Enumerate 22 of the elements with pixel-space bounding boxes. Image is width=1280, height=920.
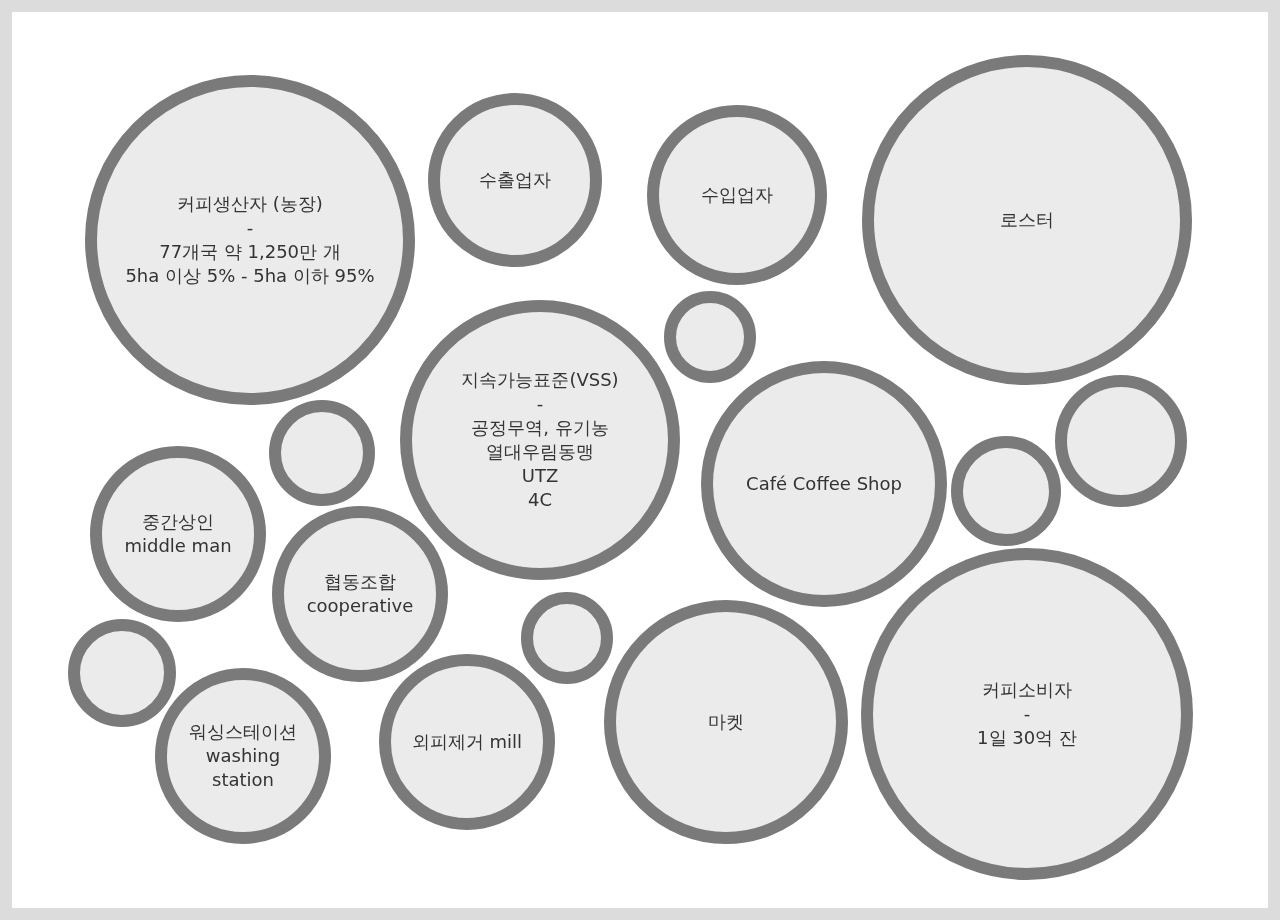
circle-label: 로스터	[999, 208, 1055, 232]
circle-label: 커피소비자	[981, 678, 1073, 702]
circle-label: 지속가능표준(VSS)	[460, 368, 620, 392]
circle-label: 협동조합 cooperative	[305, 570, 415, 618]
circle-label: 77개국 약 1,250만 개	[158, 240, 342, 264]
circle-label: 수입업자	[700, 183, 774, 207]
circle-label: 열대우림동맹	[485, 440, 595, 464]
circle-label: 수출업자	[478, 168, 552, 192]
circle-label: 4C	[527, 488, 553, 512]
circle-label: 중간상인 middle man	[123, 510, 233, 558]
circle-label: UTZ	[520, 464, 560, 488]
circle-label: Café Coffee Shop	[745, 472, 903, 496]
circle-label: 워싱스테이션 washing station	[188, 720, 298, 792]
circle-label: 외피제거 mill	[410, 730, 524, 754]
circle-label: -	[1022, 702, 1032, 726]
circle-label: 공정무역, 유기농	[470, 416, 610, 440]
circle-label: -	[535, 392, 545, 416]
circle-label: 마켓	[707, 710, 745, 734]
circle-label: 5ha 이상 5% - 5ha 이하 95%	[124, 264, 376, 288]
circle-label: 1일 30억 잔	[976, 726, 1078, 750]
circle-label: 커피생산자 (농장)	[176, 192, 324, 216]
circle-label: -	[245, 216, 255, 240]
